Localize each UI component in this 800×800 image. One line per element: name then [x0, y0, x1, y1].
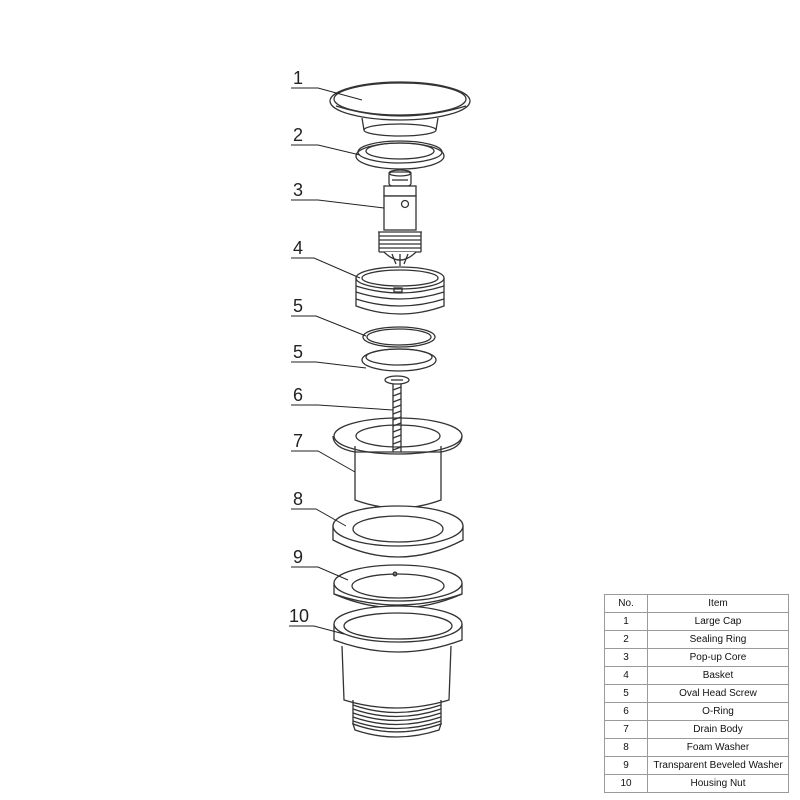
part-ring-upper [362, 326, 436, 348]
leader-8 [291, 508, 347, 527]
part-popup-core [378, 169, 422, 266]
part-beveled-washer [333, 564, 463, 609]
callout-10: 10 [289, 606, 309, 626]
callout-2: 2 [293, 125, 303, 145]
leader-6 [291, 404, 394, 411]
row-number: 1 [604, 612, 648, 631]
row-number: 9 [604, 756, 648, 775]
part-drain-body [332, 417, 463, 521]
leader-1 [291, 87, 363, 101]
part-ring-lower [361, 348, 437, 372]
part-basket [355, 266, 445, 315]
part-housing-nut [333, 605, 463, 738]
leader-2 [291, 144, 361, 156]
column-header-item: Item [647, 594, 789, 613]
part-screw [384, 375, 410, 452]
column-header-no: No. [604, 594, 648, 613]
row-number: 8 [604, 738, 648, 757]
callout-5b: 5 [293, 342, 303, 362]
row-item: Sealing Ring [647, 630, 789, 649]
row-number: 2 [604, 630, 648, 649]
row-number: 6 [604, 702, 648, 721]
leader-4 [291, 257, 361, 279]
callout-3: 3 [293, 180, 303, 200]
part-large-cap [329, 81, 471, 137]
row-item: Foam Washer [647, 738, 789, 757]
leader-5b [291, 361, 367, 369]
callout-4: 4 [293, 238, 303, 258]
row-item: Transparent Beveled Washer [647, 756, 789, 775]
row-item: Pop-up Core [647, 648, 789, 667]
callout-1: 1 [293, 68, 303, 88]
leader-10 [289, 625, 345, 635]
table-header-row: No. Item [604, 594, 789, 613]
row-number: 5 [604, 684, 648, 703]
row-item: Drain Body [647, 720, 789, 739]
row-item: Basket [647, 666, 789, 685]
leader-3 [291, 199, 385, 209]
row-item: O-Ring [647, 702, 789, 721]
callout-5a: 5 [293, 296, 303, 316]
row-item: Large Cap [647, 612, 789, 631]
row-item: Housing Nut [647, 774, 789, 793]
row-item: Oval Head Screw [647, 684, 789, 703]
callout-7: 7 [293, 431, 303, 451]
callout-6: 6 [293, 385, 303, 405]
part-foam-washer [332, 505, 464, 558]
part-sealing-ring [355, 140, 445, 170]
row-number: 3 [604, 648, 648, 667]
callout-8: 8 [293, 489, 303, 509]
row-number: 4 [604, 666, 648, 685]
callout-9: 9 [293, 547, 303, 567]
leader-7 [291, 450, 356, 473]
leader-9 [291, 566, 349, 581]
row-number: 10 [604, 774, 648, 793]
leader-5a [291, 315, 367, 337]
row-number: 7 [604, 720, 648, 739]
